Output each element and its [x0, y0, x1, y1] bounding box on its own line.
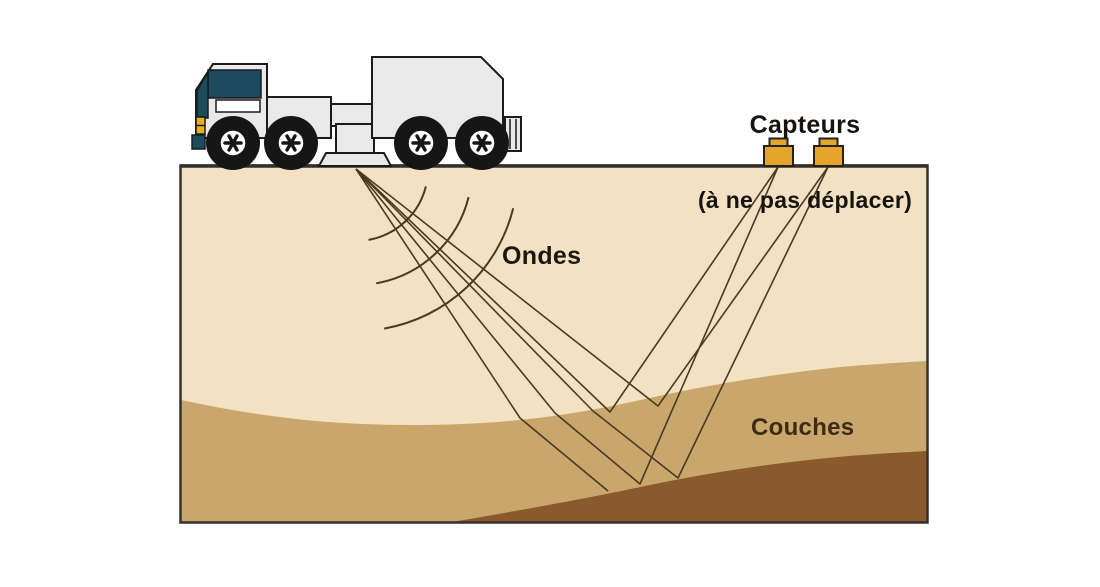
wave-arc-3 — [384, 207, 515, 330]
wavefront-arcs — [368, 186, 515, 330]
sensor-1-body — [763, 145, 794, 167]
geophone-sensor-2 — [813, 137, 844, 167]
truck-rear-box — [371, 56, 504, 139]
sensor-2-body — [813, 145, 844, 167]
sensors-label: Capteurs (à ne pas déplacer) — [650, 66, 960, 259]
wheel-3 — [394, 116, 448, 170]
ground-cross-section — [180, 165, 928, 523]
layers-label: Couches — [751, 414, 855, 441]
wheel-1 — [206, 116, 260, 170]
ray-shallow-to-sensor-1 — [355, 166, 779, 413]
wave-arc-1 — [368, 186, 427, 241]
vibrator-column — [335, 123, 375, 157]
cab-windshield — [207, 69, 262, 99]
seismic-rays — [355, 166, 829, 492]
wheel-4 — [455, 116, 509, 170]
ray-deep-to-sensor-1 — [355, 166, 779, 485]
cab-side-window — [196, 69, 209, 119]
front-bumper-box — [191, 134, 206, 150]
vibrator-truck-icon — [191, 56, 522, 170]
waves-label: Ondes — [502, 242, 582, 270]
vibrator-base-plate — [317, 152, 393, 167]
ray-terminating — [355, 168, 609, 492]
wave-arc-2 — [376, 196, 470, 285]
ray-shallow-to-sensor-2 — [355, 166, 829, 407]
sensors-label-line1: Capteurs — [749, 110, 861, 139]
sensors-label-line2: (à ne pas déplacer) — [697, 187, 913, 214]
cab-panel — [215, 99, 261, 113]
deep-layer — [452, 451, 927, 522]
wheel-2 — [264, 116, 318, 170]
geophone-sensor-1 — [763, 137, 794, 167]
cross-section-border — [179, 164, 929, 524]
ray-deep-to-sensor-2 — [355, 166, 829, 479]
